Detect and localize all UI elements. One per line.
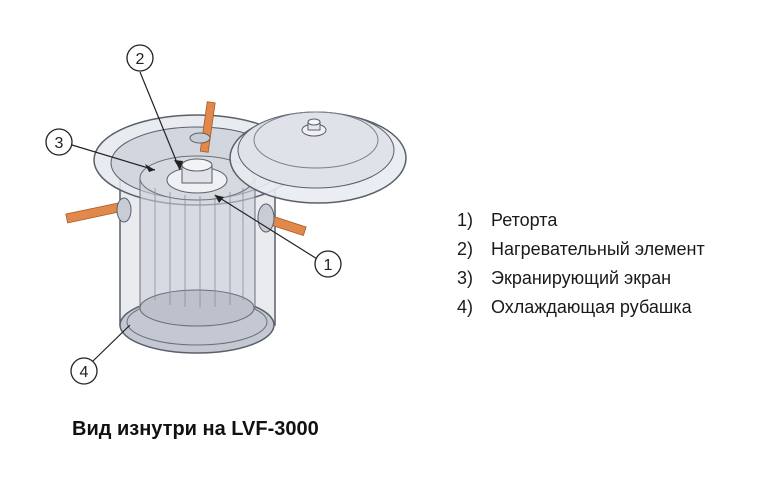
legend-number: 3) (457, 268, 474, 288)
svg-text:4: 4 (80, 364, 89, 381)
legend-number: 2) (457, 239, 474, 259)
legend-item: 1) Реторта (457, 206, 705, 235)
legend-item: 4) Охлаждающая рубашка (457, 293, 705, 322)
legend-label: Нагревательный элемент (491, 239, 705, 259)
pipe (257, 203, 307, 237)
legend-list: 1) Реторта 2) Нагревательный элемент 3) Экр… (457, 206, 705, 322)
pipe (65, 197, 132, 224)
legend-number: 1) (457, 210, 474, 230)
legend-label: Охлаждающая рубашка (491, 297, 692, 317)
svg-text:2: 2 (136, 51, 145, 68)
heat-shield (139, 155, 256, 327)
legend-label: Экранирующий экран (491, 268, 672, 288)
lid-drawing (229, 111, 407, 204)
legend-item: 2) Нагревательный элемент (457, 235, 705, 264)
svg-text:1: 1 (324, 257, 333, 274)
legend-item: 3) Экранирующий экран (457, 264, 705, 293)
callout-3: 3 (45, 128, 73, 156)
callout-1: 1 (314, 250, 342, 278)
legend-label: Реторта (491, 210, 558, 230)
callout-4: 4 (70, 357, 98, 385)
pipe (189, 101, 216, 153)
legend-number: 4) (457, 297, 474, 317)
svg-text:3: 3 (55, 135, 64, 152)
retort (166, 158, 228, 194)
furnace-diagram: 2 3 1 4 (45, 44, 407, 385)
leader-lines (71, 71, 323, 363)
callout-2: 2 (126, 44, 154, 72)
diagram-caption: Вид изнутри на LVF-3000 (72, 418, 319, 440)
